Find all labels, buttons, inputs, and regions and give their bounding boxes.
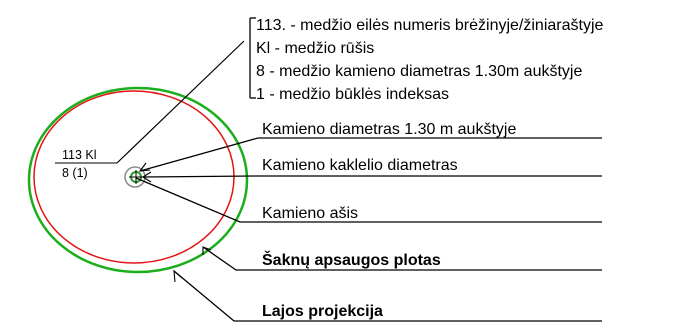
legend-item-species: Kl - medžio rūšis bbox=[256, 40, 374, 57]
callout-crown-projection: Lajos projekcija bbox=[262, 303, 383, 320]
callout-arrow-crown-projection bbox=[173, 269, 183, 283]
legend-item-number: 113. - medžio eilės numeris brėžinyje/ži… bbox=[256, 17, 604, 34]
tree-label-bottom: 8 (1) bbox=[62, 166, 88, 180]
callout-line-trunk-diameter bbox=[139, 137, 602, 172]
callout-arrow-neck-diameter bbox=[141, 171, 152, 183]
callout-neck-diameter: Kamieno kaklelio diametras bbox=[262, 157, 458, 174]
crown-projection-circle bbox=[27, 86, 249, 274]
callout-arrow-root-protection bbox=[202, 246, 212, 255]
legend-item-diameter: 8 - medžio kamieno diametras 1.30m aukšt… bbox=[256, 63, 582, 80]
callout-trunk-axis: Kamieno ašis bbox=[262, 205, 358, 222]
legend-item-condition: 1 - medžio būklės indeksas bbox=[256, 86, 449, 103]
tree-label-top: 113 Kl bbox=[62, 148, 97, 162]
callout-root-protection: Šaknų apsaugos plotas bbox=[262, 250, 441, 269]
label-connector-line bbox=[116, 40, 245, 164]
callout-line-trunk-axis bbox=[135, 177, 602, 223]
callout-line-crown-projection bbox=[173, 270, 602, 322]
root-protection-circle bbox=[33, 90, 235, 264]
callout-line-neck-diameter bbox=[142, 175, 602, 178]
callout-trunk-diameter: Kamieno diametras 1.30 m aukštyje bbox=[262, 121, 516, 138]
callout-arrow-trunk-diameter bbox=[138, 162, 151, 172]
callout-line-root-protection bbox=[202, 246, 602, 271]
